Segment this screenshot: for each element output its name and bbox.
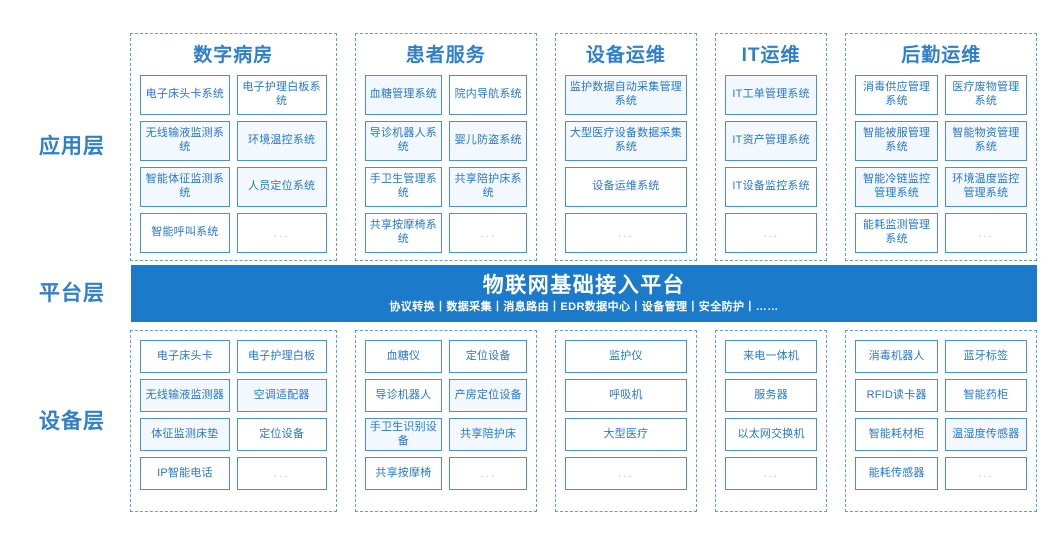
cell-item[interactable]: 蓝牙标签 [944,340,1028,373]
cell-ellipsis[interactable]: ... [236,213,327,253]
cell-grid: 血糖管理系统院内导航系统导诊机器人系统婴儿防盗系统手卫生管理系统共享陪护床系统共… [364,75,528,253]
cell-item[interactable]: 电子护理白板 [236,340,327,373]
device-group-1: 血糖仪定位设备导诊机器人产房定位设备手卫生识别设备共享陪护床共享按摩椅... [354,330,538,512]
cell-grid: IT工单管理系统 IT资产管理系统 IT设备监控系统... [724,75,818,253]
cell-item[interactable]: 空调适配器 [236,379,327,412]
cell-item[interactable]: 电子床头卡系统 [140,75,230,115]
device-group-3: 来电一体机服务器以太网交换机... [714,330,828,512]
group-title: IT运维 [741,45,801,66]
cell-item[interactable]: RFID读卡器 [855,379,938,412]
cell-item[interactable]: 导诊机器人系统 [364,121,443,161]
cell-item[interactable]: 体征监测床垫 [140,418,230,451]
application-group-2: 设备运维监护数据自动采集管理系统大型医疗设备数据采集系统设备运维系统... [555,33,697,261]
cell-ellipsis[interactable]: ... [944,457,1028,490]
cell-ellipsis[interactable]: ... [565,213,687,253]
cell-item[interactable]: 医疗废物管理系统 [944,75,1028,115]
cell-item[interactable]: 智能呼叫系统 [140,213,230,253]
application-layer: 数字病房电子床头卡系统电子护理白板系统无线输液监测系统环境温控系统智能体征监测系… [130,33,1038,261]
cell-item[interactable]: 电子护理白板系统 [236,75,327,115]
cell-grid: 监护数据自动采集管理系统大型医疗设备数据采集系统设备运维系统... [565,75,687,253]
cell-item[interactable]: 呼吸机 [565,379,687,412]
cell-item[interactable]: 产房定位设备 [449,379,528,412]
cell-item[interactable]: 设备运维系统 [565,167,687,207]
cell-item[interactable]: 智能被服管理系统 [855,121,938,161]
cell-ellipsis[interactable]: ... [449,213,528,253]
cell-item[interactable]: 大型医疗设备数据采集系统 [565,121,687,161]
application-group-1: 患者服务血糖管理系统院内导航系统导诊机器人系统婴儿防盗系统手卫生管理系统共享陪护… [354,33,538,261]
layer-label-platform: 平台层 [39,282,105,305]
layer-label-device: 设备层 [39,410,105,433]
platform-title: 物联网基础接入平台 [482,274,686,298]
cell-item[interactable]: 定位设备 [236,418,327,451]
cell-item[interactable]: 共享按摩椅 [364,457,443,490]
platform-subtitle: 协议转换丨数据采集丨消息路由丨EDR数据中心丨设备管理丨安全防护丨…… [389,300,779,313]
cell-ellipsis[interactable]: ... [724,457,818,490]
cell-grid: 监护仪呼吸机大型医疗... [565,340,687,490]
cell-grid: 消毒供应管理系统医疗废物管理系统智能被服管理系统智能物资管理系统智能冷链监控管理… [855,75,1028,253]
cell-item[interactable]: 无线输液监测器 [140,379,230,412]
cell-item[interactable]: IP智能电话 [140,457,230,490]
cell-item[interactable]: 以太网交换机 [724,418,818,451]
application-group-3: IT运维 IT工单管理系统 IT资产管理系统 IT设备监控系统... [714,33,828,261]
cell-item[interactable]: 血糖仪 [364,340,443,373]
cell-item[interactable]: 定位设备 [449,340,528,373]
cell-item[interactable]: 手卫生识别设备 [364,418,443,451]
cell-item[interactable]: IT工单管理系统 [724,75,818,115]
cell-ellipsis[interactable]: ... [565,457,687,490]
cell-ellipsis[interactable]: ... [944,213,1028,253]
cell-item[interactable]: 能耗监测管理系统 [855,213,938,253]
cell-item[interactable]: 来电一体机 [724,340,818,373]
cell-item[interactable]: 大型医疗 [565,418,687,451]
cell-item[interactable]: 血糖管理系统 [364,75,443,115]
cell-item[interactable]: IT设备监控系统 [724,167,818,207]
cell-item[interactable]: 监护数据自动采集管理系统 [565,75,687,115]
platform-layer-bar: 物联网基础接入平台 协议转换丨数据采集丨消息路由丨EDR数据中心丨设备管理丨安全… [131,265,1037,322]
cell-item[interactable]: 环境温度监控管理系统 [944,167,1028,207]
group-title: 数字病房 [193,45,274,66]
cell-item[interactable]: 共享陪护床 [449,418,528,451]
cell-grid: 来电一体机服务器以太网交换机... [724,340,818,490]
cell-item[interactable]: 院内导航系统 [449,75,528,115]
cell-grid: 血糖仪定位设备导诊机器人产房定位设备手卫生识别设备共享陪护床共享按摩椅... [364,340,528,490]
cell-item[interactable]: 智能药柜 [944,379,1028,412]
device-group-2: 监护仪呼吸机大型医疗... [555,330,697,512]
cell-item[interactable]: 智能体征监测系统 [140,167,230,207]
cell-item[interactable]: 智能冷链监控管理系统 [855,167,938,207]
cell-item[interactable]: 消毒供应管理系统 [855,75,938,115]
cell-item[interactable]: 监护仪 [565,340,687,373]
cell-item[interactable]: 无线输液监测系统 [140,121,230,161]
cell-item[interactable]: 温湿度传感器 [944,418,1028,451]
cell-ellipsis[interactable]: ... [236,457,327,490]
application-group-0: 数字病房电子床头卡系统电子护理白板系统无线输液监测系统环境温控系统智能体征监测系… [130,33,337,261]
cell-item[interactable]: 手卫生管理系统 [364,167,443,207]
cell-grid: 电子床头卡系统电子护理白板系统无线输液监测系统环境温控系统智能体征监测系统人员定… [140,75,327,253]
cell-item[interactable]: 服务器 [724,379,818,412]
group-title: 设备运维 [585,45,666,66]
cell-item[interactable]: IT资产管理系统 [724,121,818,161]
cell-item[interactable]: 智能物资管理系统 [944,121,1028,161]
cell-item[interactable]: 婴儿防盗系统 [449,121,528,161]
cell-item[interactable]: 消毒机器人 [855,340,938,373]
cell-item[interactable]: 人员定位系统 [236,167,327,207]
layer-label-application: 应用层 [39,135,105,158]
application-group-4: 后勤运维消毒供应管理系统医疗废物管理系统智能被服管理系统智能物资管理系统智能冷链… [845,33,1038,261]
cell-ellipsis[interactable]: ... [724,213,818,253]
cell-item[interactable]: 导诊机器人 [364,379,443,412]
cell-item[interactable]: 电子床头卡 [140,340,230,373]
group-title: 后勤运维 [901,45,982,66]
group-title: 患者服务 [405,45,486,66]
cell-ellipsis[interactable]: ... [449,457,528,490]
cell-item[interactable]: 共享陪护床系统 [449,167,528,207]
cell-item[interactable]: 能耗传感器 [855,457,938,490]
cell-item[interactable]: 共享按摩椅系统 [364,213,443,253]
cell-item[interactable]: 智能耗材柜 [855,418,938,451]
cell-item[interactable]: 环境温控系统 [236,121,327,161]
